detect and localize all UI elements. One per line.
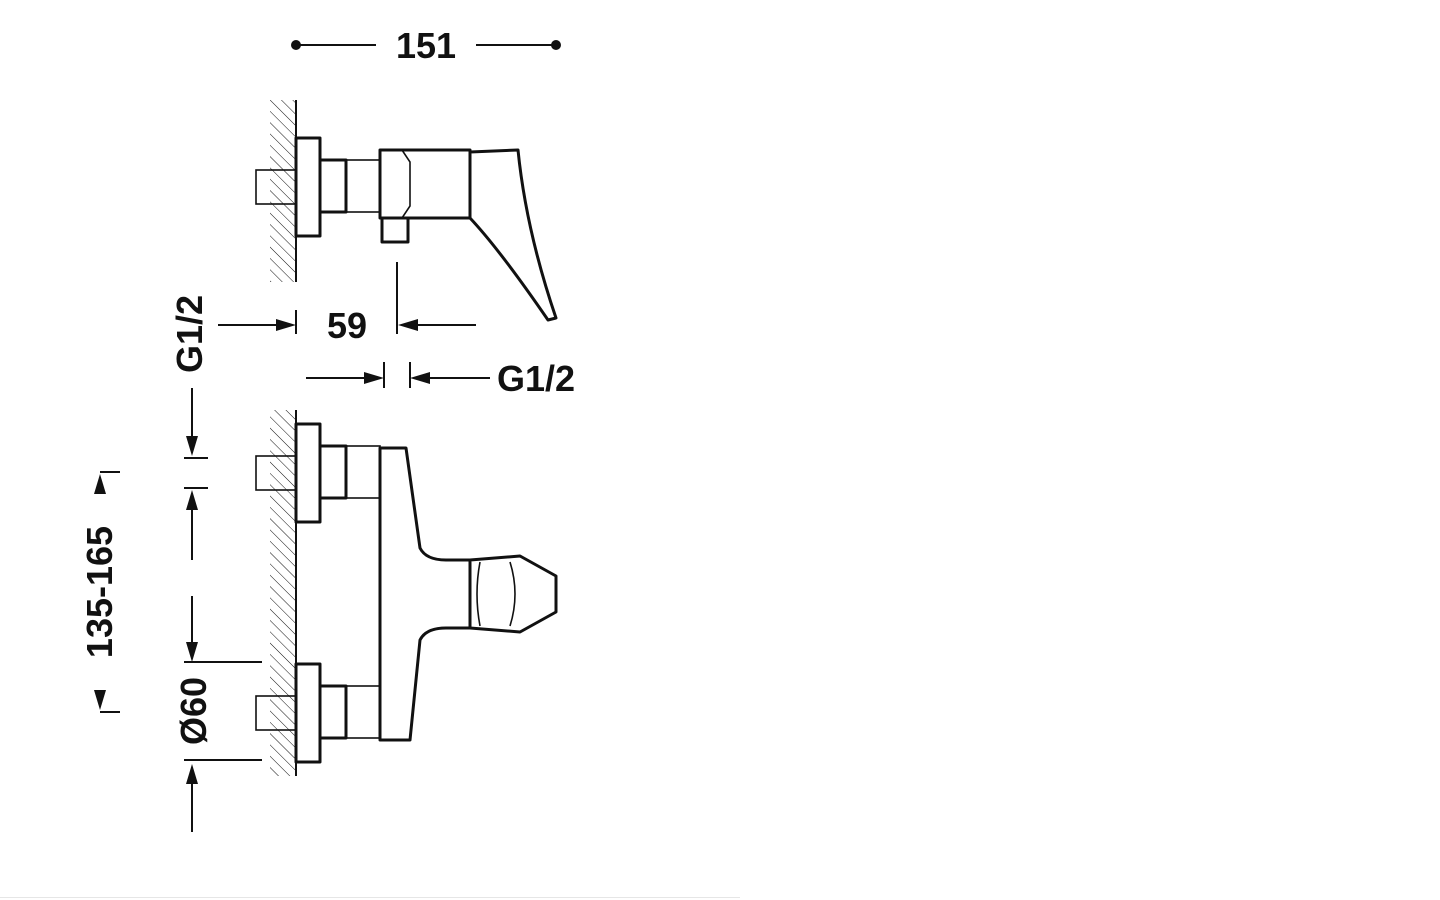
thread-front-label: G1/2 (497, 358, 575, 399)
side-view (255, 100, 558, 334)
centers-dimension: 135-165 (79, 471, 120, 713)
wall-hatch-front (270, 410, 296, 776)
thread-side-label: G1/2 (169, 295, 210, 373)
valve-body-front (378, 446, 472, 742)
centers-label: 135-165 (79, 526, 120, 658)
footer-divider (0, 897, 740, 898)
overall-width-dimension: 151 (291, 25, 561, 66)
handle-front (468, 554, 558, 634)
inlet-offset-label: 59 (327, 305, 367, 346)
lever-side (468, 148, 558, 322)
thread-front-dimension: G1/2 (306, 358, 575, 399)
valve-body-side (378, 148, 472, 220)
lower-flange (294, 662, 322, 764)
flange-diameter-label: Ø60 (173, 677, 214, 745)
flange-diameter-dimension: Ø60 (173, 596, 262, 832)
wall-hatch-side (270, 100, 296, 282)
inlet-offset-dimension: 59 (218, 305, 476, 346)
upper-flange (294, 422, 322, 524)
flange-side (294, 136, 322, 238)
thread-side-dimension: G1/2 (169, 295, 210, 560)
overall-width-label: 151 (396, 25, 456, 66)
front-view (255, 410, 558, 776)
